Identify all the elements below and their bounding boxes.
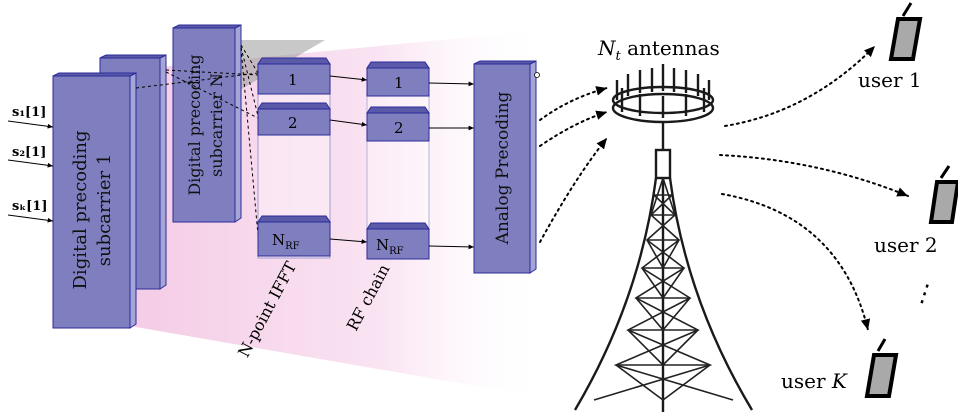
rf-row-1: 1 xyxy=(394,74,404,92)
analog-precoding-label: Analog Precoding xyxy=(493,91,513,245)
user-2-label: user 2 xyxy=(874,233,938,257)
precoder-first-label-1: Digital precoding xyxy=(70,130,91,289)
user-ellipsis: ⋮ xyxy=(909,276,940,310)
user-k-label: user K xyxy=(781,369,848,393)
ifft-row-nrf: NRF xyxy=(272,231,300,252)
precoder-to-ifft-links xyxy=(135,44,259,236)
rf-row-nrf-main: N xyxy=(376,236,389,254)
user-1-label: user 1 xyxy=(858,68,922,92)
antenna-count-var: N xyxy=(597,36,617,60)
input-streams xyxy=(7,120,54,223)
ifft-to-rf-arrows xyxy=(329,75,368,244)
antenna-count-label: Nt antennas xyxy=(597,36,720,64)
antenna-count-sub: t xyxy=(616,49,622,64)
user-k-var: K xyxy=(831,369,848,393)
ifft-row-nrf-main: N xyxy=(272,231,285,249)
rf-row-nrf: NRF xyxy=(376,236,404,257)
phone-icon xyxy=(928,165,958,224)
phone-icon xyxy=(864,338,899,398)
input-s2-label: s₂[1] xyxy=(12,145,46,160)
analog-precoding-block xyxy=(473,60,540,274)
rf-chain-column xyxy=(366,61,430,260)
digital-precoder-stack xyxy=(52,24,242,329)
antenna-tower-icon xyxy=(573,64,754,412)
precoder-last-label-1: Digital precoding xyxy=(185,54,204,195)
tower-to-user-links xyxy=(719,45,909,331)
rf-row-2: 2 xyxy=(394,119,404,137)
precoder-first-label-2: subcarrier 1 xyxy=(94,154,115,267)
ifft-column xyxy=(257,57,331,259)
ifft-row-nrf-sub: RF xyxy=(285,241,300,252)
input-s1-label: s₁[1] xyxy=(12,105,46,120)
analog-to-antenna-links xyxy=(539,86,608,243)
ifft-row-2: 2 xyxy=(288,114,298,132)
rf-to-analog-arrows xyxy=(428,81,475,250)
rf-row-nrf-sub: RF xyxy=(389,246,404,257)
input-sK-label: sₖ[1] xyxy=(12,199,47,214)
ifft-row-1: 1 xyxy=(288,71,298,89)
user-k-prefix: user xyxy=(781,369,832,393)
precoder-last-label-2: subcarrier N xyxy=(207,73,226,177)
antenna-count-text: antennas xyxy=(621,36,720,60)
phone-icon xyxy=(888,2,923,61)
